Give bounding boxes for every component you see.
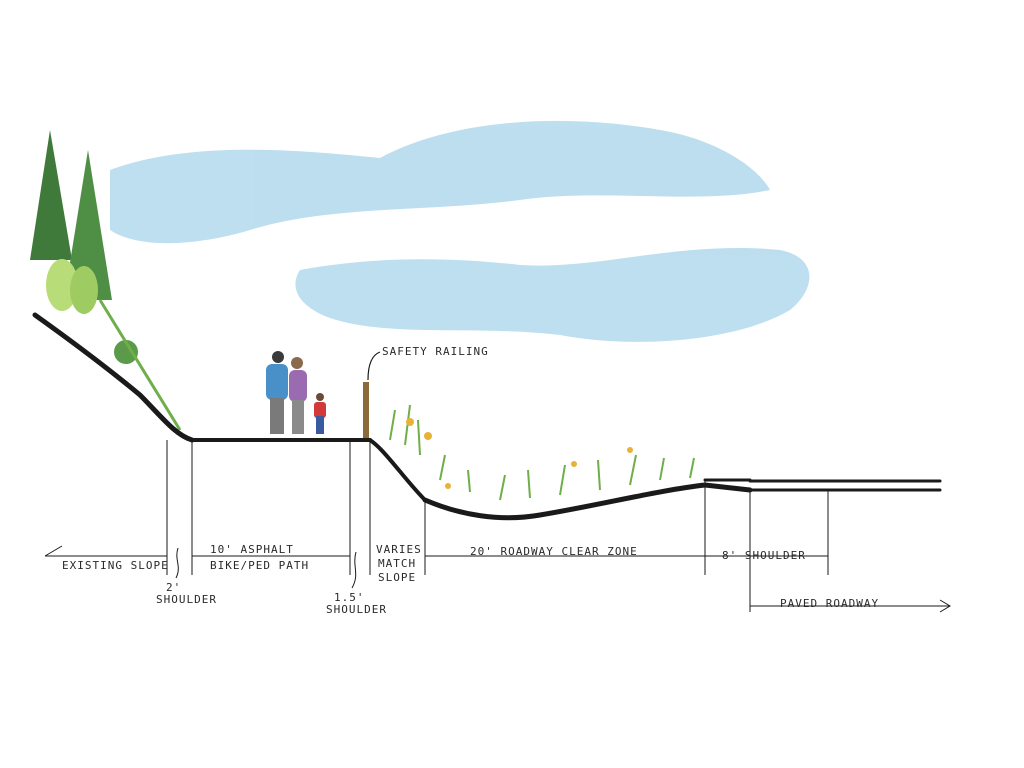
path-label-line2: BIKE/PED PATH (210, 559, 310, 572)
shoulder-15-label: SHOULDER (326, 603, 387, 616)
child-head (316, 393, 324, 401)
adult2-head (291, 357, 303, 369)
clear-zone-label: 20' ROADWAY CLEAR ZONE (470, 545, 638, 558)
dim-paved-roadway (750, 599, 951, 613)
railing-post (363, 382, 369, 438)
match-label: MATCH (378, 557, 417, 570)
sky-clouds (110, 120, 810, 342)
child-body (314, 402, 326, 418)
swale-planting (389, 404, 695, 501)
shoulder-2-label: SHOULDER (156, 593, 217, 606)
conifer-tree (64, 150, 112, 300)
adult2-body (289, 370, 307, 402)
railing-leader (367, 351, 381, 381)
cloud-upper (110, 120, 770, 244)
flowers (406, 418, 633, 489)
leader-shoulder-2 (175, 547, 179, 579)
existing-slope-label: EXISTING SLOPE (62, 559, 169, 572)
shoulder-15-value: 1.5' (334, 591, 365, 604)
adult-body (266, 364, 288, 400)
adult-legs (270, 398, 284, 434)
slope-label: SLOPE (378, 571, 417, 584)
match-slope-line (368, 438, 427, 502)
cloud-lower (295, 247, 810, 342)
dim-existing-slope (44, 545, 167, 557)
adult-head (272, 351, 284, 363)
existing-slope-line (32, 312, 195, 443)
safety-railing (363, 351, 381, 438)
paved-roadway-label: PAVED ROADWAY (780, 597, 880, 610)
dimension-lines (44, 440, 951, 613)
deciduous-tree (46, 259, 78, 311)
leader-shoulder-15 (351, 551, 357, 589)
shoulder-2-value: 2' (166, 581, 182, 594)
child-legs (316, 416, 324, 434)
path-label-line1: 10' ASPHALT (210, 543, 294, 556)
safety-railing-label: SAFETY RAILING (382, 345, 489, 358)
shrub (114, 340, 138, 364)
adult2-legs (292, 400, 304, 434)
people-on-path (266, 351, 326, 434)
conifer-tree (30, 130, 72, 260)
deciduous-tree (70, 266, 98, 314)
trees (30, 130, 182, 431)
varies-label: VARIES (376, 543, 422, 556)
ground-profile (32, 312, 942, 521)
shoulder-8-label: 8' SHOULDER (722, 549, 806, 562)
swale-line (422, 482, 753, 521)
